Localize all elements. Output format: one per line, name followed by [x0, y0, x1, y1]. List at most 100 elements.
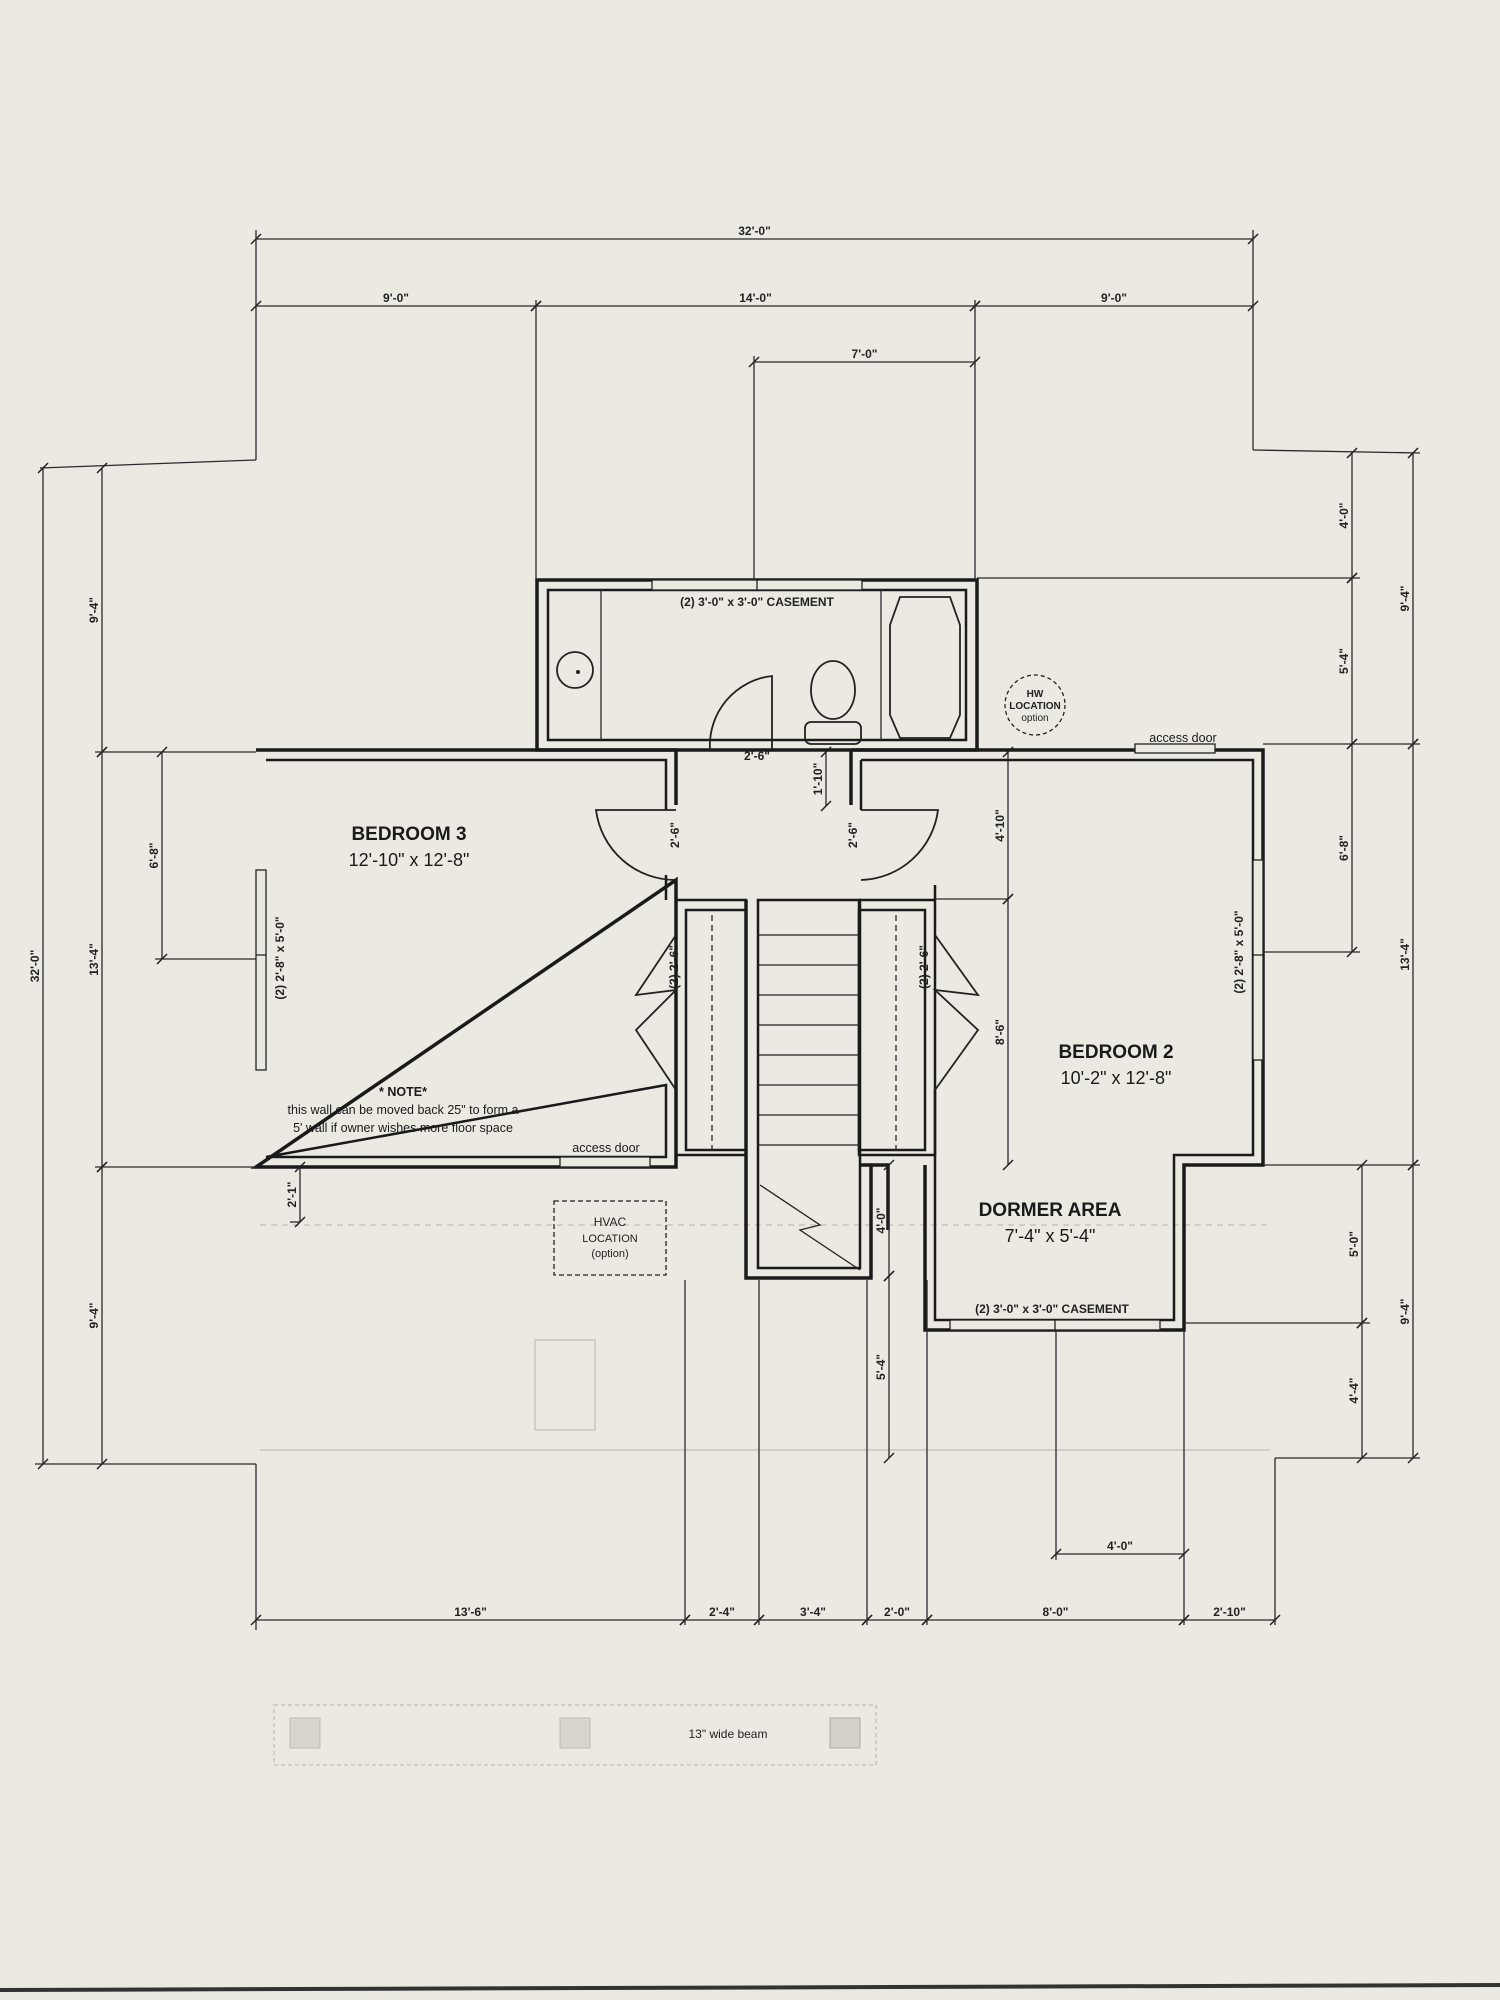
- dimension-tick: [96, 462, 108, 474]
- dimension-label: 5'-4": [874, 1354, 888, 1380]
- stair-break-icon: [759, 1184, 861, 1271]
- bath-door-swing-icon: [708, 674, 773, 751]
- dimension-label: 8'-0": [1043, 1605, 1069, 1619]
- bed3-window: [255, 869, 267, 1071]
- dormer-name: DORMER AREA: [979, 1200, 1122, 1221]
- note-line2: 5' wall if owner wishes more floor space: [293, 1121, 513, 1135]
- sink-icon: [556, 651, 594, 689]
- windows: [255, 579, 1264, 1331]
- dimension-label: 13'-6": [454, 1605, 487, 1619]
- bedroom2-name: BEDROOM 2: [1058, 1042, 1173, 1063]
- access-door-right-label: access door: [1149, 731, 1216, 745]
- dimension-label: 9'-0": [1101, 291, 1127, 305]
- dimension-tick: [883, 1452, 895, 1464]
- dimension-tick: [1269, 1614, 1281, 1626]
- dimension-label: 13'-4": [1398, 938, 1412, 971]
- access-door-left: [559, 1156, 651, 1168]
- bedroom2-inner-wall: [859, 758, 1255, 1322]
- dimension-tick: [883, 1270, 895, 1282]
- bath-window-label: (2) 3'-0" x 3'-0" CASEMENT: [680, 595, 834, 609]
- bed2-window-label: (2) 2'-8" x 5'-0": [1232, 910, 1246, 993]
- dimension-tick: [37, 462, 49, 474]
- bed2-door-swing-icon: [860, 809, 940, 881]
- dimension-label: 13'-4": [87, 943, 101, 976]
- svg-text:LOCATION: LOCATION: [1009, 701, 1060, 712]
- dimension-tick: [820, 800, 832, 812]
- note-title: * NOTE*: [379, 1085, 427, 1099]
- dimension-label: 9'-4": [1398, 1299, 1412, 1325]
- dimension-label: 32'-0": [738, 224, 771, 238]
- note-line1: this wall can be moved back 25" to form …: [288, 1103, 519, 1117]
- dimension-label: 9'-0": [383, 291, 409, 305]
- left-closet-bifold-icon: [634, 934, 679, 1091]
- dimension-label: 4'-4": [1347, 1378, 1361, 1404]
- bath-door-label: 2'-6": [744, 749, 770, 763]
- dimension-tick: [883, 1159, 895, 1171]
- access-door-left-label: access door: [572, 1141, 639, 1155]
- access-door-right: [1134, 743, 1216, 754]
- bed3-door-label: 2'-6": [668, 822, 682, 848]
- svg-text:HW: HW: [1027, 689, 1044, 700]
- stair-treads: [758, 934, 861, 1271]
- dimension-label: 7'-0": [852, 347, 878, 361]
- dimension-label: 9'-4": [87, 1303, 101, 1329]
- dimension-label: 32'-0": [28, 950, 42, 983]
- bleed-through: [260, 1224, 1270, 1766]
- dimension-tick: [250, 1614, 262, 1626]
- doors: [594, 674, 980, 1091]
- dimension-label: 5'-0": [1347, 1231, 1361, 1257]
- dimension-tick: [1407, 447, 1419, 459]
- dimension-label: 2'-10": [1213, 1605, 1246, 1619]
- stair: [756, 898, 862, 1270]
- svg-text:option: option: [1021, 713, 1048, 724]
- dimension-label: 1'-10": [811, 763, 825, 796]
- hw-location: HW LOCATION option: [1004, 674, 1066, 736]
- fixtures: [556, 596, 961, 745]
- svg-text:HVAC: HVAC: [594, 1215, 627, 1229]
- beam-label: 13" wide beam: [689, 1727, 768, 1741]
- beam: 13" wide beam: [289, 1717, 861, 1749]
- dimension-label: 9'-4": [1398, 586, 1412, 612]
- bedroom2-size: 10'-2" x 12'-8": [1061, 1068, 1172, 1088]
- dimension-tick: [820, 746, 832, 758]
- dimension-label: 4'-10": [993, 809, 1007, 842]
- extension-line: [1252, 449, 1421, 454]
- svg-text:(option): (option): [591, 1248, 628, 1260]
- dimension-label: 4'-0": [1107, 1539, 1133, 1553]
- left-closet-label: (2) 2'-6": [667, 945, 681, 989]
- dimension-label: 14'-0": [739, 291, 772, 305]
- bedroom3-size: 12'-10" x 12'-8": [349, 850, 470, 870]
- dimension-tick: [1002, 1159, 1014, 1171]
- extension-line: [39, 459, 257, 469]
- bed2-window: [1252, 859, 1264, 1061]
- right-closet-bifold-icon: [932, 934, 980, 1091]
- dormer-window-label: (2) 3'-0" x 3'-0" CASEMENT: [975, 1302, 1129, 1316]
- dimension-lines: 32'-0" 9'-0" 14'-0" 9'-0" 7'-0" 32'-0" 9'-4" 13…: [28, 224, 1421, 1630]
- dimension-label: 6'-8": [147, 843, 161, 869]
- bathtub-icon: [889, 596, 961, 739]
- dimension-tick: [1346, 447, 1358, 459]
- bedroom3-name: BEDROOM 3: [351, 824, 466, 845]
- dimension-label: 4'-0": [874, 1208, 888, 1234]
- dimension-tick: [294, 1161, 306, 1173]
- dimension-label: 8'-6": [993, 1019, 1007, 1045]
- dimension-label: 2'-1": [285, 1182, 299, 1208]
- dimension-label: 6'-8": [1337, 835, 1351, 861]
- bed3-door-swing-icon: [594, 809, 677, 881]
- right-closet-label: (2) 2'-6": [917, 945, 931, 989]
- paper-edge: [0, 1983, 1500, 1992]
- dimension-label: 2'-4": [709, 1605, 735, 1619]
- dimension-label: 5'-4": [1337, 648, 1351, 674]
- dimension-label: 4'-0": [1337, 503, 1351, 529]
- hvac-location: HVAC LOCATION (option): [553, 1200, 667, 1276]
- dimension-tick: [1178, 1548, 1190, 1560]
- toilet-icon: [810, 660, 856, 720]
- bed2-door-label: 2'-6": [846, 822, 860, 848]
- bedroom2-outer-wall: [849, 748, 1265, 1332]
- dimension-label: 3'-4": [800, 1605, 826, 1619]
- svg-text:LOCATION: LOCATION: [582, 1233, 637, 1245]
- dormer-size: 7'-4" x 5'-4": [1005, 1226, 1096, 1246]
- dimension-label: 2'-0": [884, 1605, 910, 1619]
